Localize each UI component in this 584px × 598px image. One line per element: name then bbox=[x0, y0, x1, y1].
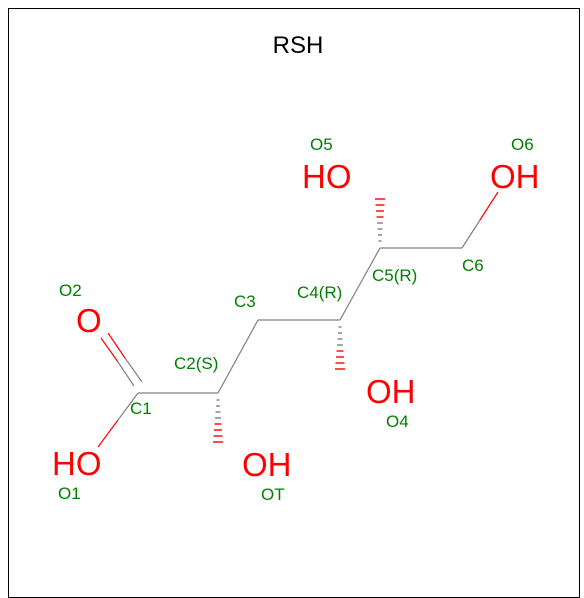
wedge-c4-o4 bbox=[335, 326, 345, 370]
bond-c1-o2-a-gray bbox=[117, 361, 135, 387]
bond-c1-o2-b-gray bbox=[124, 357, 143, 383]
wedge-c5-o5 bbox=[375, 198, 385, 242]
structure-frame bbox=[8, 8, 580, 598]
bond-c1-o1-red bbox=[97, 419, 119, 448]
hashed-wedges bbox=[213, 198, 385, 443]
bond-c1-o2-a-red bbox=[100, 337, 119, 363]
label-c5: C5(R) bbox=[372, 266, 417, 285]
atom-o5: HO bbox=[302, 158, 352, 195]
atom-ot: OH bbox=[242, 446, 292, 483]
bond-c1-o2-b-red bbox=[107, 332, 126, 359]
label-c3: C3 bbox=[234, 292, 256, 311]
label-c2: C2(S) bbox=[174, 354, 218, 373]
label-o6: O6 bbox=[511, 135, 534, 154]
label-c6: C6 bbox=[462, 256, 484, 275]
label-o2: O2 bbox=[59, 281, 82, 300]
atom-symbols: O HO OH OH HO OH bbox=[52, 158, 540, 483]
label-c4: C4(R) bbox=[297, 283, 342, 302]
bond-c2-c3 bbox=[217, 319, 259, 394]
bond-c6-o6-gray bbox=[461, 219, 481, 249]
bond-c4-c5 bbox=[339, 247, 381, 321]
atom-o1: HO bbox=[52, 445, 102, 482]
label-o1: O1 bbox=[58, 484, 81, 503]
bond-c1-o1-gray bbox=[117, 392, 139, 421]
label-o5: O5 bbox=[310, 135, 333, 154]
diagram-title: RSH bbox=[273, 32, 324, 59]
atom-o6: OH bbox=[490, 158, 540, 195]
label-c1: C1 bbox=[130, 399, 152, 418]
label-o4: O4 bbox=[386, 412, 409, 431]
label-ot: OT bbox=[261, 485, 285, 504]
wedge-c2-ot bbox=[213, 399, 223, 443]
atom-o2: O bbox=[76, 302, 102, 339]
bond-c6-o6-red bbox=[479, 191, 499, 221]
bonds bbox=[97, 191, 499, 448]
atom-labels: O2 O1 C1 C2(S) OT C3 C4(R) O4 C5(R) O5 C… bbox=[58, 135, 534, 504]
atom-o4: OH bbox=[366, 373, 416, 410]
